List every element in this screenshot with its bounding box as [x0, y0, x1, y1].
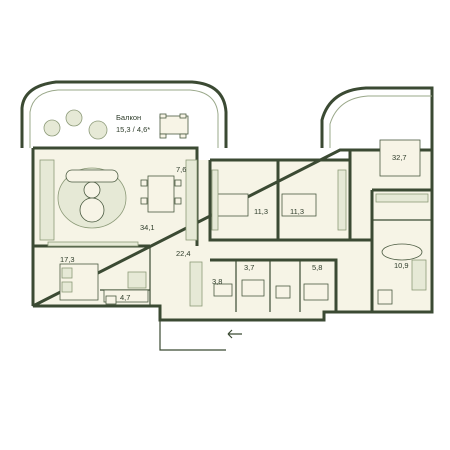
room-laundry: 3,7: [244, 263, 254, 272]
room-wc-small: 3,8: [212, 277, 222, 286]
bedroom-left-furniture: [59, 263, 149, 303]
room-bedroom-left: 17,3: [60, 255, 75, 264]
master-furniture: [375, 139, 429, 305]
room-master-bath: 10,9: [394, 261, 409, 270]
kids-furniture: [211, 169, 347, 231]
room-master: 32,7: [392, 153, 407, 162]
room-living: 34,1: [140, 223, 155, 232]
wet-fixtures: [105, 261, 329, 307]
balcony: [20, 80, 228, 148]
room-bath-mid: 5,8: [312, 263, 322, 272]
balcony-name: Балкон: [116, 113, 141, 122]
master-tower: [320, 86, 434, 150]
room-kids-1: 11,3: [254, 207, 268, 216]
room-loggia: 7,6: [176, 165, 186, 174]
room-bath-left: 4,7: [120, 293, 130, 302]
room-kids-2: 11,3: [290, 207, 304, 216]
entrance-arrow-icon: [227, 329, 242, 339]
balcony-area: 15,3 / 4,6*: [116, 125, 150, 134]
room-hall: 22,4: [176, 249, 191, 258]
living-furniture: [39, 159, 198, 247]
